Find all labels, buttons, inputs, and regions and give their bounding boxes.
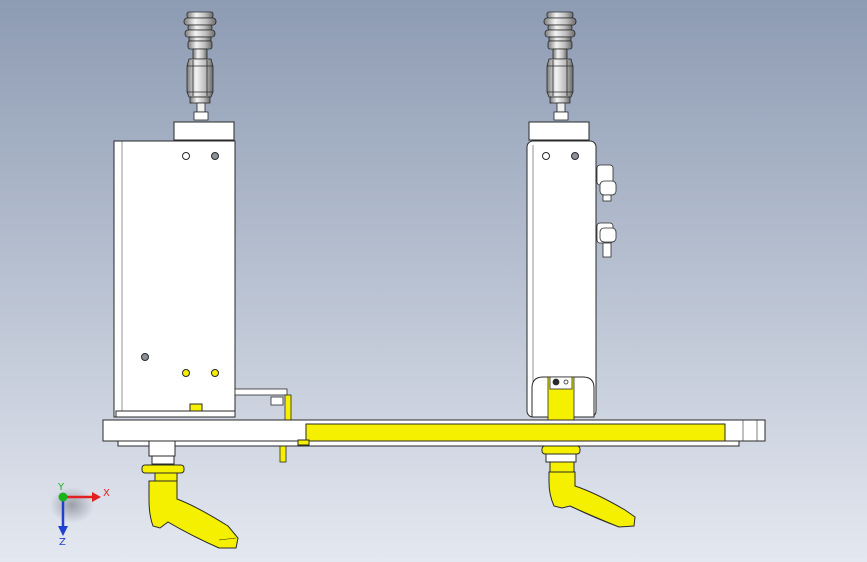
mounting-hole bbox=[211, 369, 219, 377]
air-port-fitting-lower[interactable] bbox=[596, 222, 617, 258]
mounting-hole bbox=[211, 152, 219, 160]
right-cylinder-cap bbox=[528, 121, 590, 141]
air-port-fitting-upper[interactable] bbox=[596, 164, 617, 202]
x-axis-label: X bbox=[103, 488, 110, 499]
x-axis-arrowhead bbox=[92, 492, 101, 502]
mounting-hole bbox=[141, 353, 149, 361]
right-cylinder-body[interactable] bbox=[526, 121, 597, 418]
left-cylinder-cap bbox=[173, 121, 235, 141]
right-cylinder-housing bbox=[526, 140, 597, 418]
left-vacuum-fitting[interactable] bbox=[183, 11, 217, 121]
mounting-hole bbox=[182, 369, 190, 377]
base-plate[interactable] bbox=[102, 419, 766, 447]
mounting-hole bbox=[571, 152, 579, 160]
coordinate-triad: X Y Z bbox=[50, 482, 110, 548]
right-vacuum-fitting[interactable] bbox=[543, 11, 577, 121]
yellow-slide-rail bbox=[305, 423, 726, 442]
left-cylinder-body[interactable] bbox=[113, 121, 236, 418]
z-axis-label: Z bbox=[59, 537, 66, 548]
left-gripper-finger[interactable] bbox=[141, 440, 239, 549]
mounting-hole bbox=[182, 152, 190, 160]
y-axis-label: Y bbox=[57, 482, 65, 493]
y-axis-origin-dot bbox=[58, 492, 68, 502]
right-gripper-finger[interactable] bbox=[541, 445, 636, 528]
z-axis-arrowhead bbox=[58, 526, 68, 536]
base-plate-underside bbox=[117, 440, 740, 447]
mounting-hole bbox=[542, 152, 550, 160]
